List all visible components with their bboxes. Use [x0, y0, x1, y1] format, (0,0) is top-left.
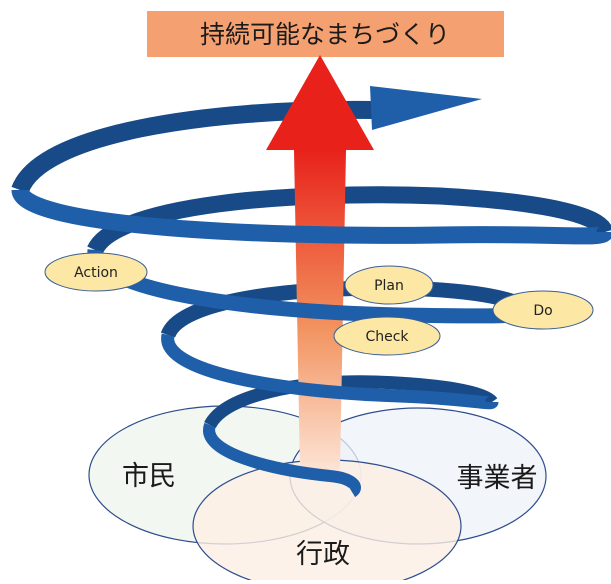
title-text: 持続可能なまちづくり [200, 20, 450, 49]
plan-label: Plan [374, 278, 404, 294]
do-label: Do [533, 303, 552, 319]
pdca-action: Action [44, 252, 148, 292]
pdca-plan: Plan [344, 265, 434, 305]
check-label: Check [365, 329, 409, 345]
businesses-label: 事業者 [457, 463, 538, 494]
spiral-arrowhead [370, 86, 482, 130]
citizens-label: 市民 [122, 461, 176, 492]
government-label: 行政 [296, 539, 350, 570]
title-banner [147, 11, 504, 57]
pdca-do: Do [492, 290, 594, 330]
action-label: Action [74, 265, 118, 281]
pdca-check: Check [333, 316, 441, 356]
